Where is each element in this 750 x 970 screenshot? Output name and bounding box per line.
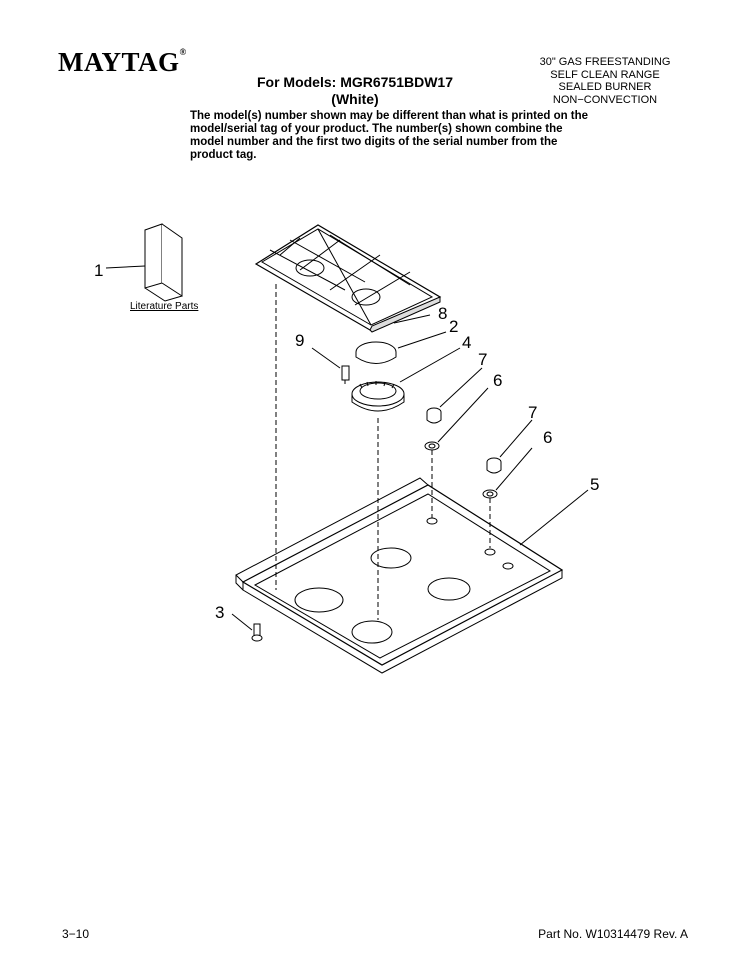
callout-number: 2	[449, 317, 458, 336]
callout-number: 7	[528, 403, 537, 422]
color-line: (White)	[331, 91, 379, 107]
callout-number: 9	[295, 331, 304, 350]
callout-number: 6	[543, 428, 552, 447]
control-knob	[426, 407, 442, 424]
product-line: NON−CONVECTION	[552, 93, 658, 106]
part-number: Part No. W10314479 Rev. A	[538, 927, 688, 941]
literature-booklet	[105, 223, 183, 302]
callout-number: 4	[462, 333, 471, 352]
models-line: For Models: MGR6751BDW17	[256, 74, 454, 90]
product-description: 30" GAS FREESTANDING SELF CLEAN RANGE SE…	[530, 56, 680, 106]
brand-logo: MAYTAG®	[58, 47, 187, 77]
burner-cap	[355, 341, 397, 364]
knob-bezel	[482, 489, 498, 499]
leveling-foot	[251, 623, 263, 642]
product-line: 30" GAS FREESTANDING	[539, 56, 671, 68]
leader-line	[105, 265, 146, 269]
alignment-lines	[275, 284, 491, 620]
callout-number: 7	[478, 350, 487, 369]
callout-number: 5	[590, 475, 599, 494]
control-knob	[486, 457, 502, 474]
product-line: SELF CLEAN RANGE	[550, 68, 660, 81]
callout-number: 1	[94, 261, 103, 280]
cooktop-panel	[235, 477, 564, 674]
product-line: SEALED BURNER	[558, 81, 652, 93]
callout-number: 8	[438, 304, 447, 323]
literature-label: Literature Parts	[130, 301, 198, 312]
callout-number: 6	[493, 371, 502, 390]
burner-head	[351, 381, 405, 412]
burner-grate	[254, 224, 442, 333]
callout-number: 3	[215, 603, 224, 622]
leader-lines	[231, 314, 589, 631]
page-number: 3−10	[62, 927, 90, 941]
knob-bezel	[424, 441, 440, 451]
model-note: The model(s) number shown may be differe…	[190, 110, 589, 161]
model-heading: For Models: MGR6751BDW17 (White)	[250, 74, 460, 108]
spark-electrode	[341, 365, 350, 384]
